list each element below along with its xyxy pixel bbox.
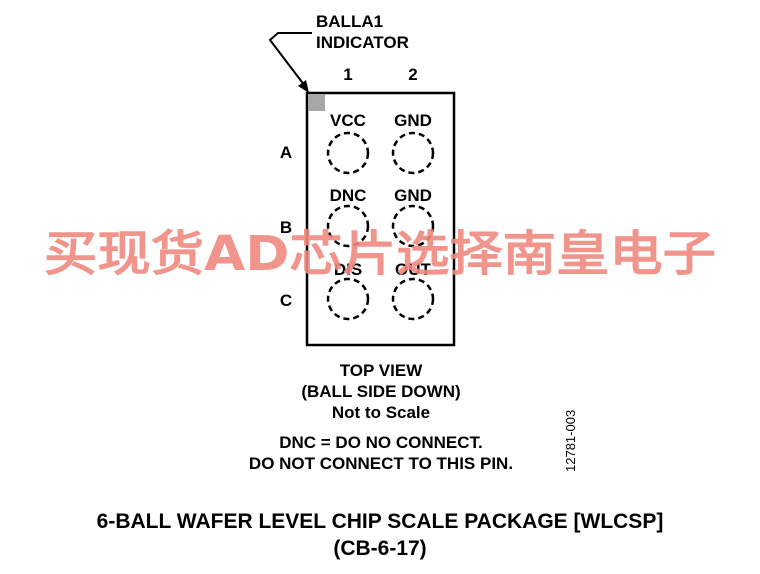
- package-outline: [305, 91, 456, 347]
- view-caption-line2: (BALL SIDE DOWN): [301, 382, 460, 401]
- column-label-1: 1: [343, 65, 352, 84]
- ball-c1: [326, 277, 370, 321]
- watermark-text: 买现货AD芯片选择南皇电子: [44, 226, 716, 282]
- ball-b2: [391, 204, 435, 248]
- ball-c2-name: OUT: [395, 260, 432, 279]
- ball-c1-name: DIS: [334, 260, 362, 279]
- figure-id: 12781-003: [563, 410, 578, 472]
- ball-a2: [391, 131, 435, 175]
- indicator-label-line2: INDICATOR: [316, 33, 409, 52]
- ball-b1-name: DNC: [330, 186, 367, 205]
- ball-a1: [326, 131, 370, 175]
- view-caption-line1: TOP VIEW: [340, 361, 423, 380]
- column-label-2: 2: [408, 65, 417, 84]
- dnc-note-line2: DO NOT CONNECT TO THIS PIN.: [249, 454, 513, 473]
- row-label-a: A: [280, 143, 292, 162]
- indicator-label-line1: BALLA1: [316, 12, 383, 31]
- row-label-b: B: [280, 218, 292, 237]
- package-title-line1: 6-BALL WAFER LEVEL CHIP SCALE PACKAGE [W…: [97, 510, 664, 533]
- ball-a1-name: VCC: [330, 111, 366, 130]
- indicator-leader-line: [268, 32, 312, 87]
- view-caption-line3: Not to Scale: [332, 403, 430, 422]
- dnc-note-line1: DNC = DO NO CONNECT.: [279, 433, 483, 452]
- ball-b2-name: GND: [394, 186, 432, 205]
- indicator-arrowhead: [298, 80, 309, 93]
- ball-b1: [326, 204, 370, 248]
- row-label-c: C: [280, 291, 292, 310]
- ball-a1-indicator-mark: [308, 94, 325, 111]
- ball-c2: [391, 277, 435, 321]
- package-title-line2: (CB-6-17): [333, 537, 426, 560]
- ball-a2-name: GND: [394, 111, 432, 130]
